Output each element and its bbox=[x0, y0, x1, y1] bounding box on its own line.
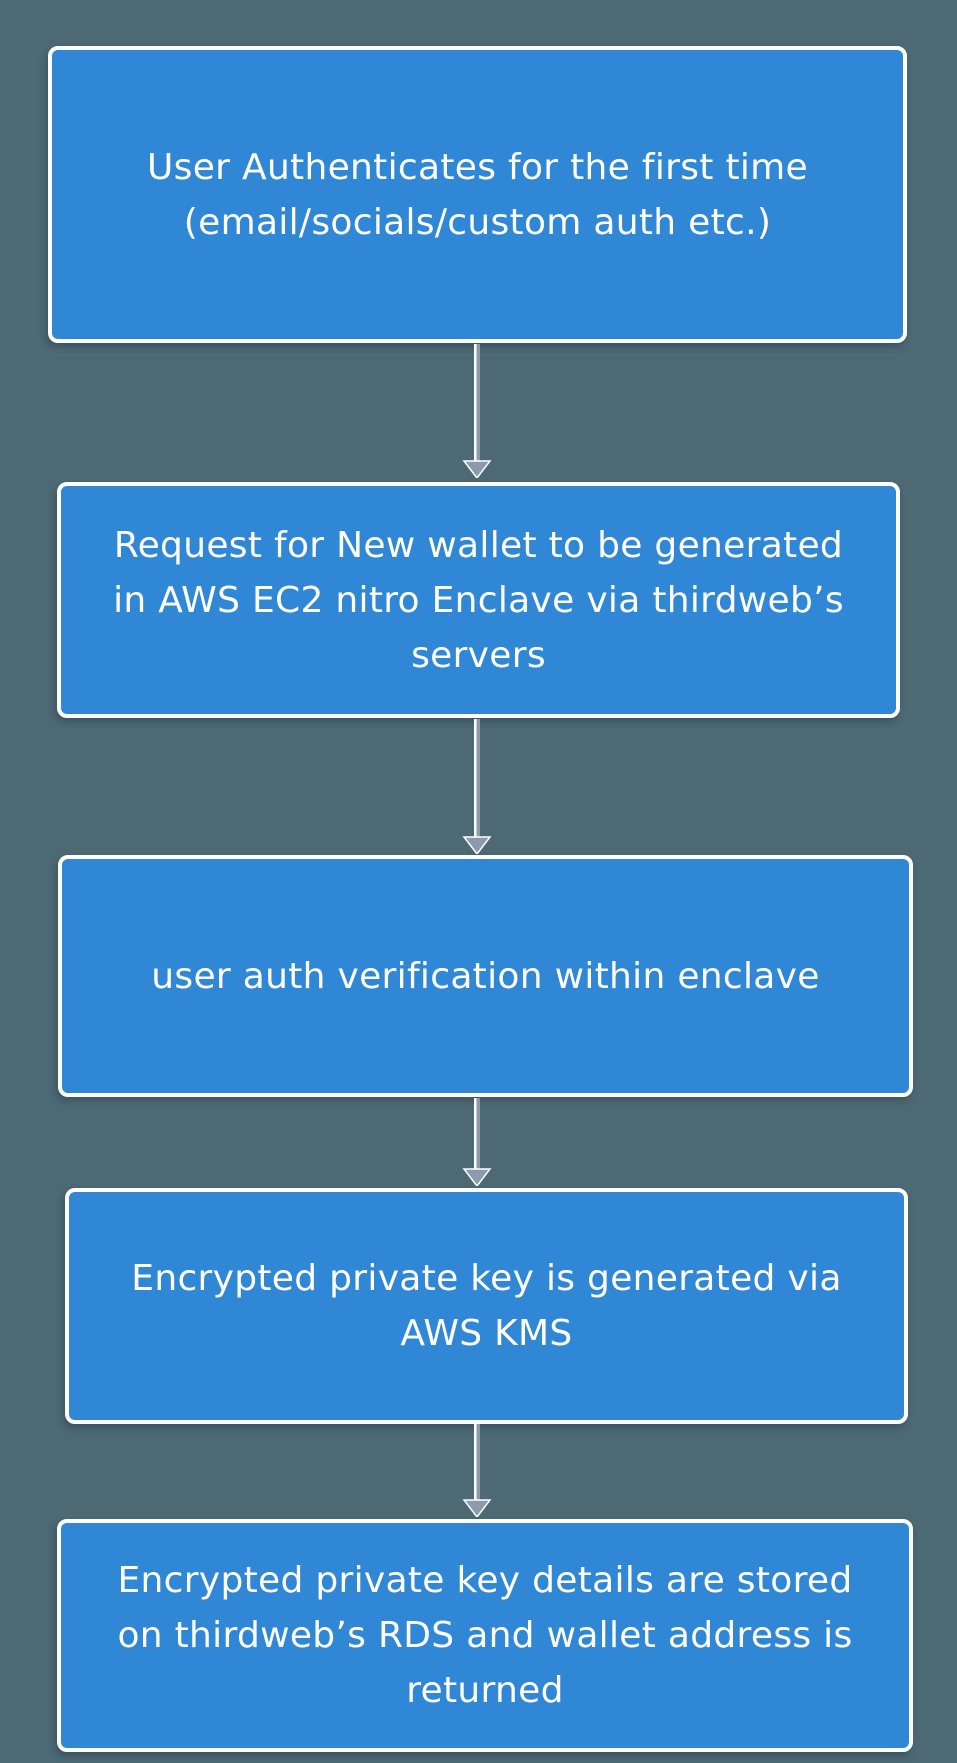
flow-step-1-box: User Authenticates for the first time (e… bbox=[48, 46, 907, 343]
flow-step-4-text-line: AWS KMS bbox=[400, 1313, 573, 1354]
flow-step-2-text-line: Request for New wallet to be generated bbox=[113, 524, 844, 566]
arrow-down-icon bbox=[462, 1424, 492, 1517]
flow-step-4-box: Encrypted private key is generated via A… bbox=[65, 1188, 908, 1424]
flow-step-3-box: user auth verification within enclave bbox=[58, 855, 913, 1097]
flow-step-3-text-line: user auth verification within enclave bbox=[151, 955, 820, 997]
arrow-down-icon bbox=[462, 719, 492, 854]
flow-step-2-text-line: servers bbox=[411, 634, 546, 676]
flow-step-5-box: Encrypted private key details are stored… bbox=[57, 1519, 913, 1752]
flow-step-1-text-line: (email/socials/custom auth etc.) bbox=[183, 201, 772, 243]
flow-step-2-text-line: in AWS EC2 nitro Enclave via thirdweb’s bbox=[113, 579, 844, 621]
flow-step-1-text-line: User Authenticates for the first time bbox=[147, 146, 808, 188]
flow-step-5-text-line: Encrypted private key details are stored bbox=[117, 1560, 853, 1601]
flow-step-5-text-line: on thirdweb’s RDS and wallet address is bbox=[117, 1615, 853, 1656]
arrow-down-icon bbox=[462, 344, 492, 478]
arrow-down-icon bbox=[462, 1098, 492, 1186]
flow-step-4-text-line: Encrypted private key is generated via bbox=[131, 1258, 842, 1299]
flow-step-5-text-line: returned bbox=[406, 1670, 564, 1711]
flow-step-2-box: Request for New wallet to be generated i… bbox=[57, 482, 900, 718]
